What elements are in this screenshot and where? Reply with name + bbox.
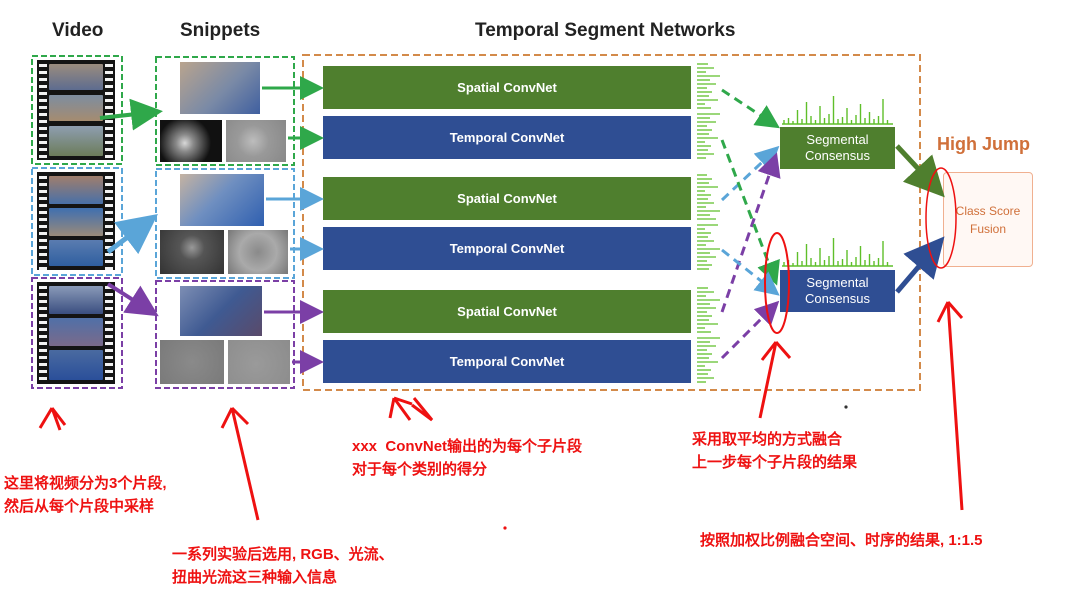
convnet-note-arrow-right: [411, 397, 434, 422]
snippets-header: Snippets: [180, 20, 261, 41]
arrow-video-snippet-1: [99, 98, 163, 131]
tsn-boundary: [302, 54, 921, 391]
fusion-highlight-circle: [925, 167, 957, 269]
video-box-3: [31, 277, 123, 389]
video-note-line-2: 然后从每个片段中采样: [4, 498, 155, 515]
snippet-box-1: [155, 56, 295, 166]
arrow-video-snippet-3: [106, 282, 159, 317]
temporal-convnet-2: Temporal ConvNet: [323, 227, 691, 270]
fusion-line-2: Fusion: [969, 221, 1007, 236]
optical-flow-y-2: [228, 230, 288, 274]
spatial-convnet-2: Spatial ConvNet: [323, 177, 691, 220]
convnet-note-arrow-left: [388, 396, 413, 421]
temporal-convnet-3: Temporal ConvNet: [323, 340, 691, 383]
snippet-note-line-1: 一系列实验后选用, RGB、光流、: [172, 546, 394, 563]
arrow-video-snippet-2: [106, 213, 158, 255]
fusion-note-arrow: [936, 301, 964, 511]
video-box-2: [31, 167, 123, 276]
rgb-snippet-1: [180, 62, 260, 114]
arrow-spatial3-consensus: [720, 152, 781, 313]
snippet-annotation: 一系列实验后选用, RGB、光流、 扭曲光流这三种输入信息: [172, 543, 394, 589]
optical-flow-x-2: [160, 230, 224, 274]
optical-flow-x-3: [160, 340, 224, 384]
tsn-header: Temporal Segment Networks: [475, 20, 736, 41]
optical-flow-y-3: [228, 340, 290, 384]
spatial-convnet-1: Spatial ConvNet: [323, 66, 691, 109]
convnet-annotation: xxx ConvNet输出的为每个子片段 对于每个类别的得分: [352, 435, 582, 481]
arrow-temporal3-consensus: [720, 300, 780, 360]
fusion-annotation: 按照加权比例融合空间、时序的结果, 1:1.5: [700, 529, 983, 552]
dot-mark: [844, 405, 848, 409]
dot-mark: [503, 526, 507, 530]
consensus-line-1: Segmental: [806, 132, 869, 147]
arrow-temporal-fusion: [895, 236, 945, 294]
temporal-consensus-histogram: [782, 238, 893, 267]
snippet-box-2: [155, 168, 295, 279]
optical-flow-y-1: [226, 120, 286, 162]
consensus-note-line-1: 采用取平均的方式融合: [692, 431, 843, 448]
fusion-line-1: Class Score: [955, 203, 1021, 218]
snippet-box-3: [155, 280, 295, 389]
arrow-temporal2-consensus: [721, 248, 780, 296]
rgb-snippet-2: [180, 174, 264, 226]
spatial-consensus-histogram: [782, 96, 893, 125]
consensus-annotation: 采用取平均的方式融合 上一步每个子片段的结果: [692, 428, 857, 474]
arrow-spatial-fusion: [895, 144, 945, 198]
class-score-bars: [697, 63, 720, 383]
consensus-note-line-2: 上一步每个子片段的结果: [692, 454, 858, 471]
temporal-convnet-1: Temporal ConvNet: [323, 116, 691, 159]
consensus-line-1: Segmental: [806, 275, 869, 290]
video-box-1: [31, 55, 123, 165]
arrow-spatial1-consensus: [721, 88, 781, 129]
video-segment-3: [37, 282, 115, 384]
fusion-note-line: 按照加权比例融合空间、时序的结果, 1:1.5: [700, 532, 983, 549]
class-label: High Jump: [937, 134, 1030, 154]
consensus-note-arrow: [758, 341, 792, 419]
snippet-note-line-2: 扭曲光流这三种输入信息: [172, 569, 338, 586]
snippet-note-arrow: [220, 406, 260, 521]
video-annotation: 这里将视频分为3个片段, 然后从每个片段中采样: [4, 472, 167, 518]
consensus-highlight-circle: [764, 232, 790, 334]
convnet-note-line-1: xxx ConvNet输出的为每个子片段: [352, 438, 583, 455]
rgb-snippet-3: [180, 286, 262, 336]
optical-flow-x-1: [160, 120, 222, 162]
video-segment-2: [37, 172, 115, 270]
spatial-convnet-3: Spatial ConvNet: [323, 290, 691, 333]
consensus-line-2: Consensus: [804, 148, 871, 163]
video-header: Video: [52, 20, 104, 41]
video-note-line-1: 这里将视频分为3个片段,: [4, 475, 167, 492]
convnet-note-line-2: 对于每个类别的得分: [352, 461, 488, 478]
video-note-arrow: [38, 407, 67, 431]
video-segment-1: [37, 60, 115, 160]
consensus-line-2: Consensus: [804, 291, 871, 306]
